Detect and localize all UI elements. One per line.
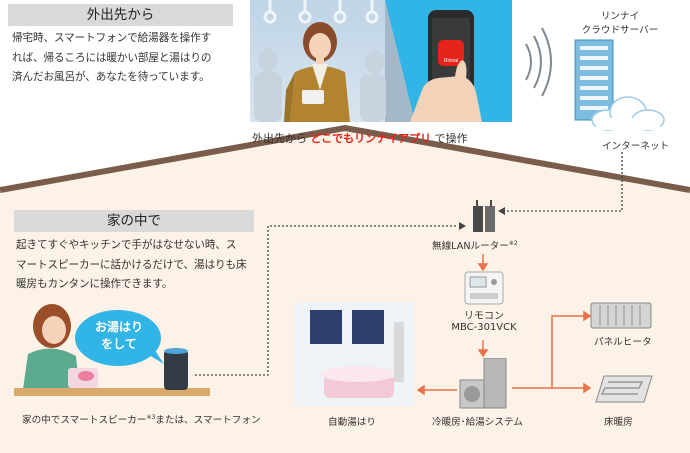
home-line-2: マートスピーカーに話かけるだけで、湯はりも床 [16, 258, 247, 271]
home-section-title: 家の中で [14, 210, 254, 232]
bath-illustration [294, 302, 414, 406]
train-smartphone-illustration: Rinnai [250, 0, 512, 122]
heating-system-icon [459, 358, 507, 409]
outside-line-1: 帰宅時、スマートフォンで給湯器を操作す [12, 32, 212, 44]
outside-section-title: 外出先から [8, 4, 233, 26]
server-label-line1: リンナイ [600, 11, 640, 22]
remote-control-icon [464, 271, 504, 305]
bath-label: 自動湯はり [328, 417, 376, 428]
bubble-line-2: をして [101, 337, 137, 351]
system-label: 冷暖房･給湯システム [432, 417, 523, 428]
outside-caption-suffix: で操作 [434, 132, 468, 145]
home-caption-prefix: 家の中でスマートスピーカー [22, 415, 147, 426]
server-label: リンナイ クラウドサーバー [565, 8, 675, 36]
home-line-1: 起きてすぐやキッチンで手がはなせない時、ス [16, 239, 237, 251]
outside-caption-highlight: どこでもリンナイアプリ [310, 132, 432, 145]
home-caption: 家の中でスマートスピーカー※3または、スマートフォン [22, 412, 261, 426]
outside-caption: 外出先から どこでもリンナイアプリ で操作 [252, 130, 512, 146]
router-label-text: 無線LANルーター [432, 241, 509, 252]
router-icon [473, 200, 495, 232]
router-label: 無線LANルーター※2 [432, 238, 518, 252]
remote-label-text: リモコン [464, 311, 504, 322]
speech-bubble [75, 310, 164, 366]
bubble-text: お湯はり をして [78, 319, 160, 353]
wireless-wave-icon [525, 27, 552, 97]
app-icon-label: Rinnai [444, 58, 458, 64]
outside-caption-prefix: 外出先から [252, 132, 307, 145]
outside-line-2: れば、帰るころには暖かい部屋と湯はりの [12, 51, 212, 64]
panel-heater-label: パネルヒータ [594, 337, 652, 348]
remote-label: リモコン MBC-301VCK [430, 307, 538, 333]
outside-line-3: 済んだお風呂が、あなたを待っています。 [12, 71, 210, 83]
cloud-server-icon [574, 39, 665, 131]
home-description: 起きてすぐやキッチンで手がはなせない時、ス マートスピーカーに話かけるだけで、湯… [16, 236, 266, 295]
kitchen-speaker-illustration [14, 304, 210, 396]
router-label-sup: ※2 [508, 239, 518, 247]
rinnai-app-icon [438, 40, 464, 66]
home-caption-suffix: または、スマートフォン [155, 415, 261, 426]
remote-model-text: MBC-301VCK [451, 322, 517, 333]
bubble-line-1: お湯はり [94, 320, 143, 334]
home-caption-sup: ※3 [146, 413, 156, 421]
floor-heating-icon [595, 375, 653, 403]
server-label-line2: クラウドサーバー [581, 25, 659, 36]
panel-heater-icon [590, 302, 652, 329]
floor-heating-label: 床暖房 [604, 417, 633, 428]
outside-description: 帰宅時、スマートフォンで給湯器を操作す れば、帰るころには暖かい部屋と湯はりの … [12, 29, 252, 88]
internet-label: インターネット [602, 141, 670, 152]
home-line-3: 暖房もカンタンに操作できます。 [16, 278, 173, 290]
